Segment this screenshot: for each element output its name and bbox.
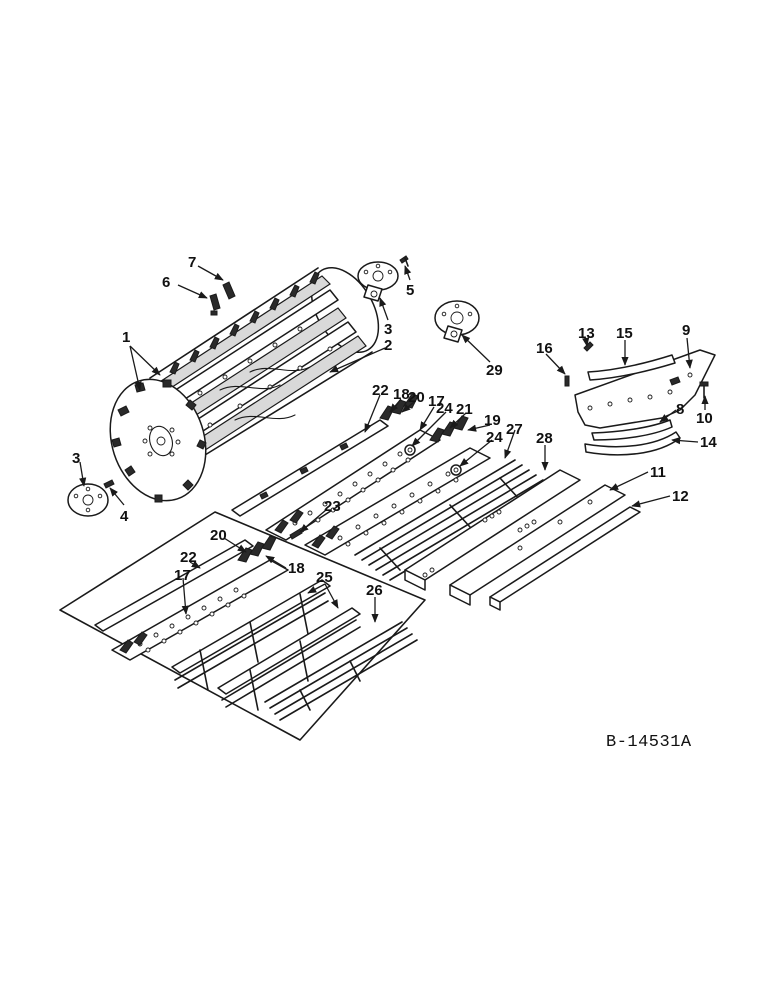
channel-28 [404, 469, 581, 591]
callout-labels: 1 2 3 3 4 5 6 7 8 9 10 11 12 13 14 15 16… [72, 254, 717, 599]
bearing-hub-top [357, 255, 409, 302]
drawing-number: B-14531A [606, 733, 692, 752]
callout-17-top: 17 [428, 393, 445, 410]
callout-18-kit: 18 [288, 560, 305, 577]
callout-16: 16 [536, 340, 553, 357]
callout-28: 28 [536, 430, 553, 447]
callout-12: 12 [672, 488, 689, 505]
threshing-cylinder [109, 267, 380, 503]
rasp-bolt [209, 281, 236, 316]
callout-5: 5 [406, 282, 414, 299]
callout-13: 13 [578, 325, 595, 342]
callout-24-a: 24 [436, 400, 453, 417]
concave-bar-21 [304, 415, 491, 556]
callout-22-kit: 22 [180, 549, 197, 566]
concave-arc-strap-15 [587, 354, 676, 381]
angle-12 [489, 506, 641, 611]
kit-bar-17 [111, 535, 289, 661]
kit-grate-25-a [171, 579, 331, 691]
callout-7: 7 [188, 254, 196, 271]
callout-21: 21 [456, 401, 473, 418]
callout-27: 27 [506, 421, 523, 438]
small-parts-13-16 [564, 341, 594, 387]
callout-6: 6 [162, 274, 170, 291]
angle-11 [449, 484, 626, 606]
leader-lines [79, 265, 709, 623]
callout-24-b: 24 [486, 429, 503, 446]
callout-29: 29 [486, 362, 503, 379]
kit-outline [59, 511, 426, 741]
bolt-10 [699, 381, 709, 399]
kit-grate-26 [264, 621, 418, 721]
bearing-hub-bottom [67, 479, 115, 517]
strip-22 [231, 419, 389, 517]
callout-22-top: 22 [372, 382, 389, 399]
bar-holes [197, 326, 333, 428]
callout-10: 10 [696, 410, 713, 427]
callout-25: 25 [316, 569, 333, 586]
callout-18-top: 18 [393, 386, 410, 403]
callout-11: 11 [650, 464, 666, 481]
rasp-bars [154, 275, 367, 457]
callout-14: 14 [700, 434, 717, 451]
callout-26: 26 [366, 582, 383, 599]
callout-1: 1 [122, 329, 130, 346]
callout-15: 15 [616, 325, 633, 342]
callout-17-kit: 17 [174, 567, 191, 584]
callout-20-kit: 20 [210, 527, 227, 544]
callout-3-top: 3 [384, 321, 392, 338]
callout-4: 4 [120, 508, 129, 525]
callout-19: 19 [484, 412, 501, 429]
callout-3-bottom: 3 [72, 450, 80, 467]
rasp-teeth [169, 271, 320, 375]
concave-side-plate [574, 349, 716, 429]
callout-23: 23 [324, 498, 341, 515]
concave-arc-strap-8 [591, 419, 673, 441]
bearing-29 [434, 300, 480, 343]
callout-20-top: 20 [408, 389, 425, 406]
clip-23 [289, 528, 303, 540]
callout-8: 8 [676, 401, 684, 418]
callout-2: 2 [384, 337, 392, 354]
kit-grate-25-b [217, 607, 361, 711]
callout-9: 9 [682, 322, 690, 339]
